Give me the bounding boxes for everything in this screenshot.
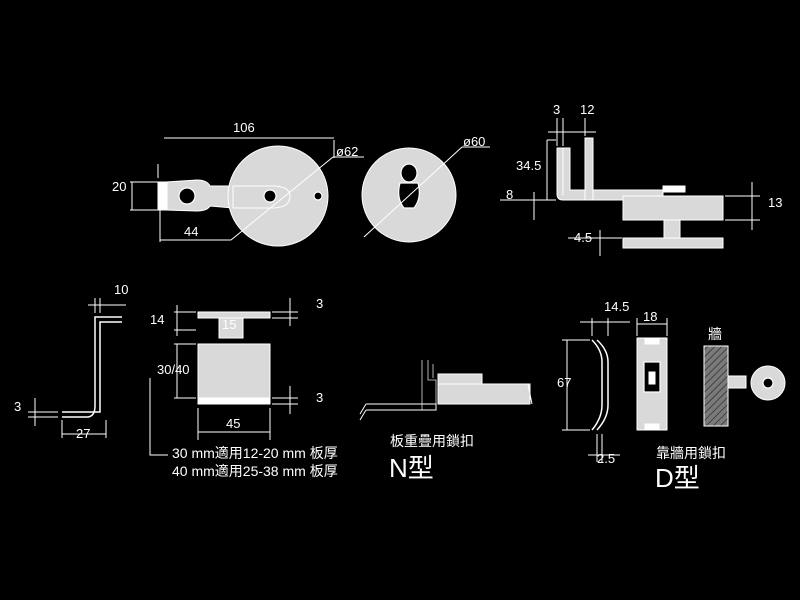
d-type-description: 靠牆用鎖扣 [656, 445, 726, 461]
n-type-name: N型 [389, 453, 434, 483]
note-line-1: 30 mm適用12-20 mm 板厚 [172, 445, 338, 461]
dim-3-right-bottom: 3 [316, 390, 323, 405]
dim-12: 12 [580, 102, 594, 117]
l-bracket-view: 10 3 27 [14, 282, 128, 441]
dim-30-40: 30/40 [157, 362, 190, 377]
dim-67: 67 [557, 375, 571, 390]
dim-34-5: 34.5 [516, 158, 541, 173]
side-view: 3 12 34.5 8 13 4.5 [500, 102, 782, 256]
dim-44: 44 [184, 224, 198, 239]
dim-phi62: ø62 [336, 144, 358, 159]
dim-15: 15 [222, 317, 236, 332]
wall-label: 牆 [708, 326, 722, 342]
note-line-2: 40 mm適用25-38 mm 板厚 [172, 463, 338, 479]
latch-rosette-view: 106 20 44 ø62 [112, 120, 364, 247]
receiver-plate-view: ø60 [361, 134, 490, 243]
dim-phi60: ø60 [463, 134, 485, 149]
dim-20: 20 [112, 179, 126, 194]
dim-13: 13 [768, 195, 782, 210]
n-type-description: 板重疊用鎖扣 [390, 433, 474, 449]
strike-front-view: 14 15 3 30/40 3 45 30 mm適用12-20 mm 板厚 40… [149, 296, 338, 479]
dim-18: 18 [643, 309, 657, 324]
d-type-view: 14.5 18 67 2.5 牆 靠牆用鎖扣 D型 [557, 299, 786, 493]
dim-14: 14 [150, 312, 164, 327]
n-type-view: 板重疊用鎖扣 N型 [359, 360, 533, 483]
dim-106: 106 [233, 120, 255, 135]
dim-3-left: 3 [14, 399, 21, 414]
dim-4-5: 4.5 [574, 230, 592, 245]
dim-3-top: 3 [553, 102, 560, 117]
dim-14-5: 14.5 [604, 299, 629, 314]
dim-10: 10 [114, 282, 128, 297]
dim-8: 8 [506, 187, 513, 202]
dim-3-right-top: 3 [316, 296, 323, 311]
dim-2-5: 2.5 [597, 451, 615, 466]
dim-27: 27 [76, 426, 90, 441]
d-type-name: D型 [655, 463, 700, 493]
dim-45: 45 [226, 416, 240, 431]
